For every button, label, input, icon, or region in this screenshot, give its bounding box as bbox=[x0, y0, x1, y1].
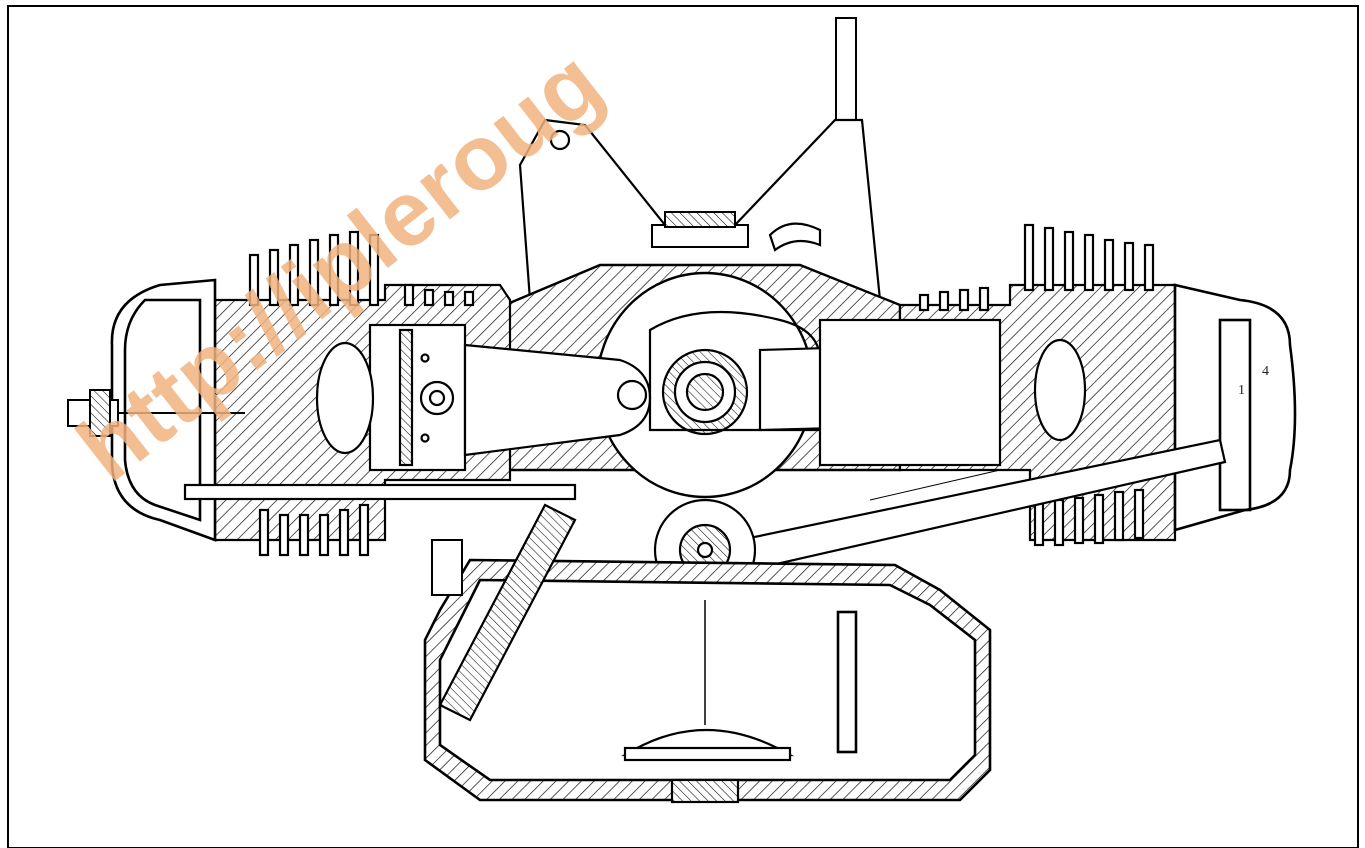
left-bolt bbox=[67, 389, 245, 437]
right-rocker-cover bbox=[1173, 283, 1297, 532]
crankshaft bbox=[648, 310, 822, 436]
mounting-bracket bbox=[518, 118, 882, 302]
oil-sump bbox=[423, 558, 992, 802]
left-rocker-cover bbox=[110, 278, 217, 542]
push-rod-left bbox=[183, 483, 577, 501]
annotation-label-1: 1 bbox=[1238, 383, 1245, 398]
left-side-nut bbox=[431, 539, 463, 596]
oil-strainer bbox=[621, 728, 795, 804]
top-nut bbox=[651, 211, 749, 248]
left-piston bbox=[315, 323, 467, 472]
annotation-label-4: 4 bbox=[1262, 364, 1269, 379]
oil-passage-left bbox=[438, 503, 577, 722]
